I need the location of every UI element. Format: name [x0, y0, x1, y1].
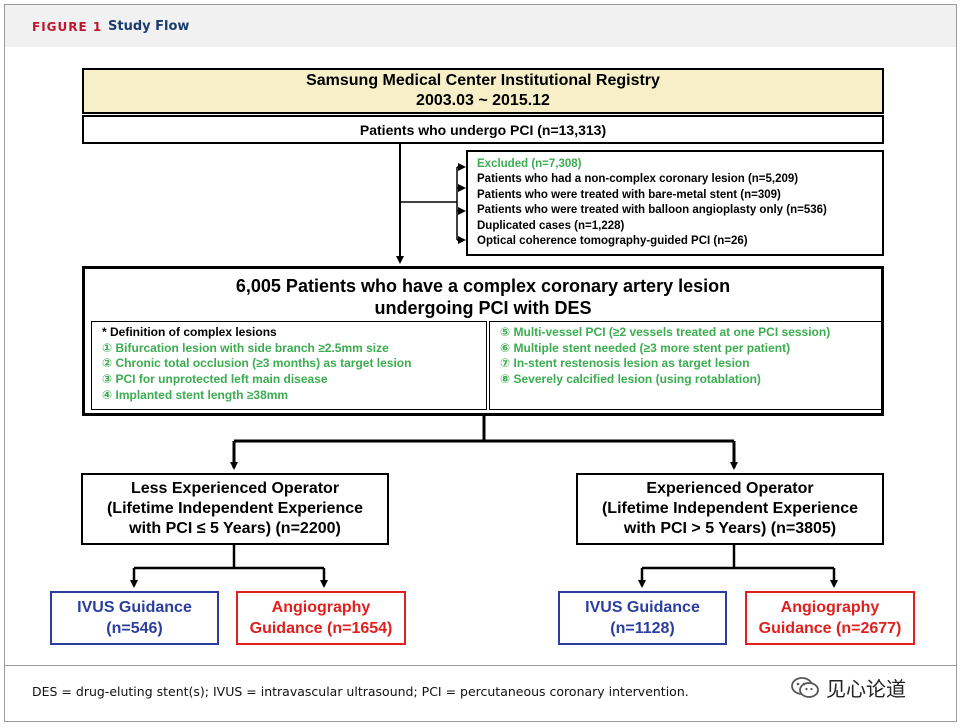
guidance-label: IVUS Guidance	[77, 599, 192, 616]
guidance-label: Angiography	[780, 599, 880, 616]
excluded-item: Patients who had a non-complex coronary …	[477, 173, 799, 185]
operator-title: Experienced Operator	[646, 480, 814, 497]
guidance-label: IVUS Guidance	[585, 599, 700, 616]
excluded-item: Duplicated cases (n=1,228)	[477, 219, 625, 232]
operator-title: Less Experienced Operator	[130, 480, 340, 497]
definition-heading: * Definition of complex lesions	[102, 325, 277, 339]
figure-title: Study Flow	[108, 19, 190, 34]
figure-header	[5, 5, 956, 47]
complex-title-line2: undergoing PCI with DES	[374, 298, 592, 318]
guidance-count: (n=546)	[106, 620, 163, 637]
less-experienced-operator-box: Less Experienced Operator (Lifetime Inde…	[81, 473, 389, 545]
excluded-item: Optical coherence tomography-guided PCI …	[477, 235, 748, 247]
excluded-box: Excluded (n=7,308) Patients who had a no…	[466, 150, 884, 256]
definition-box-left: * Definition of complex lesions ① Bifurc…	[91, 321, 487, 410]
figure-label: FIGURE 1	[32, 20, 103, 34]
guidance-count: Guidance (n=1654)	[249, 620, 393, 637]
complex-lesion-box: 6,005 Patients who have a complex corona…	[82, 266, 884, 416]
definition-item: ⑤ Multi-vessel PCI (≥2 vessels treated a…	[500, 325, 831, 339]
excluded-heading: Excluded (n=7,308)	[477, 157, 582, 170]
definition-item: ② Chronic total occlusion (≥3 months) as…	[102, 356, 412, 371]
definition-item: ⑦ In-stent restenosis lesion as target l…	[500, 356, 750, 371]
exp-ivus-guidance-box: IVUS Guidance (n=1128)	[558, 591, 727, 645]
patients-pci-box: Patients who undergo PCI (n=13,313)	[82, 115, 884, 144]
abbreviation-footnote: DES = drug-eluting stent(s); IVUS = intr…	[32, 684, 689, 699]
excluded-item: Patients who were treated with balloon a…	[477, 204, 827, 216]
guidance-count: Guidance (n=2677)	[758, 620, 902, 637]
definition-item: ⑧ Severely calcified lesion (using rotab…	[500, 372, 761, 387]
less-angio-guidance-box: Angiography Guidance (n=1654)	[236, 591, 406, 645]
operator-detail: (Lifetime Independent Experience	[601, 500, 859, 517]
registry-name: Samsung Medical Center Institutional Reg…	[306, 72, 660, 89]
operator-count: with PCI > 5 Years) (n=3805)	[623, 520, 837, 537]
operator-detail: (Lifetime Independent Experience	[106, 500, 364, 517]
experienced-operator-box: Experienced Operator (Lifetime Independe…	[576, 473, 884, 545]
guidance-count: (n=1128)	[610, 620, 675, 637]
excluded-item: Patients who were treated with bare-meta…	[477, 188, 781, 201]
exp-angio-guidance-box: Angiography Guidance (n=2677)	[745, 591, 915, 645]
registry-box: Samsung Medical Center Institutional Reg…	[82, 68, 884, 114]
wechat-icon	[791, 676, 819, 698]
definition-box-right: ⑤ Multi-vessel PCI (≥2 vessels treated a…	[489, 321, 882, 410]
complex-title-line1: 6,005 Patients who have a complex corona…	[235, 276, 731, 296]
definition-item: ① Bifurcation lesion with side branch ≥2…	[102, 340, 389, 355]
watermark: 见心论道	[790, 673, 906, 702]
definition-item: ⑥ Multiple stent needed (≥3 more stent p…	[500, 340, 791, 355]
watermark-text: 见心论道	[826, 677, 906, 701]
definition-item: ③ PCI for unprotected left main disease	[102, 372, 328, 387]
footer-divider	[5, 665, 956, 666]
definition-item: ④ Implanted stent length ≥38mm	[102, 387, 289, 402]
guidance-label: Angiography	[271, 599, 371, 616]
operator-count: with PCI ≤ 5 Years) (n=2200)	[129, 520, 341, 537]
registry-period: 2003.03 ~ 2015.12	[416, 92, 550, 109]
patients-pci-label: Patients who undergo PCI (n=13,313)	[359, 121, 607, 138]
less-ivus-guidance-box: IVUS Guidance (n=546)	[50, 591, 219, 645]
